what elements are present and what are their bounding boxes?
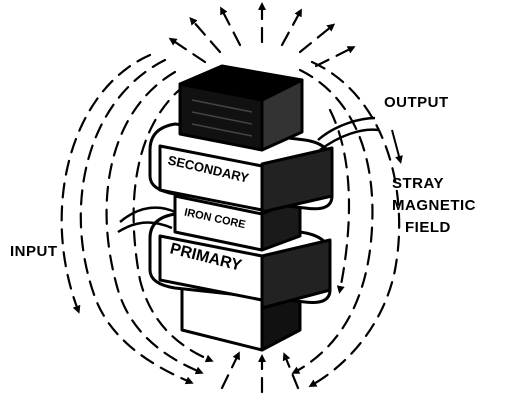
iron-core-top	[178, 64, 304, 152]
output-arrow	[391, 129, 403, 164]
secondary-winding: SECONDARY	[148, 122, 334, 214]
input-leads	[117, 206, 176, 234]
stray-field-label-line1: STRAY	[392, 175, 444, 192]
transformer: PRIMARY IRON CORE SECONDARY	[117, 64, 379, 352]
input-label: INPUT	[10, 243, 58, 260]
stray-field-label-line3: FIELD	[405, 219, 451, 236]
stray-field-label-line2: MAGNETIC	[392, 197, 476, 214]
output-leads	[317, 116, 379, 152]
stray-field-lines	[60, 2, 401, 394]
output-label: OUTPUT	[384, 94, 449, 111]
iron-core: IRON CORE	[173, 194, 302, 252]
